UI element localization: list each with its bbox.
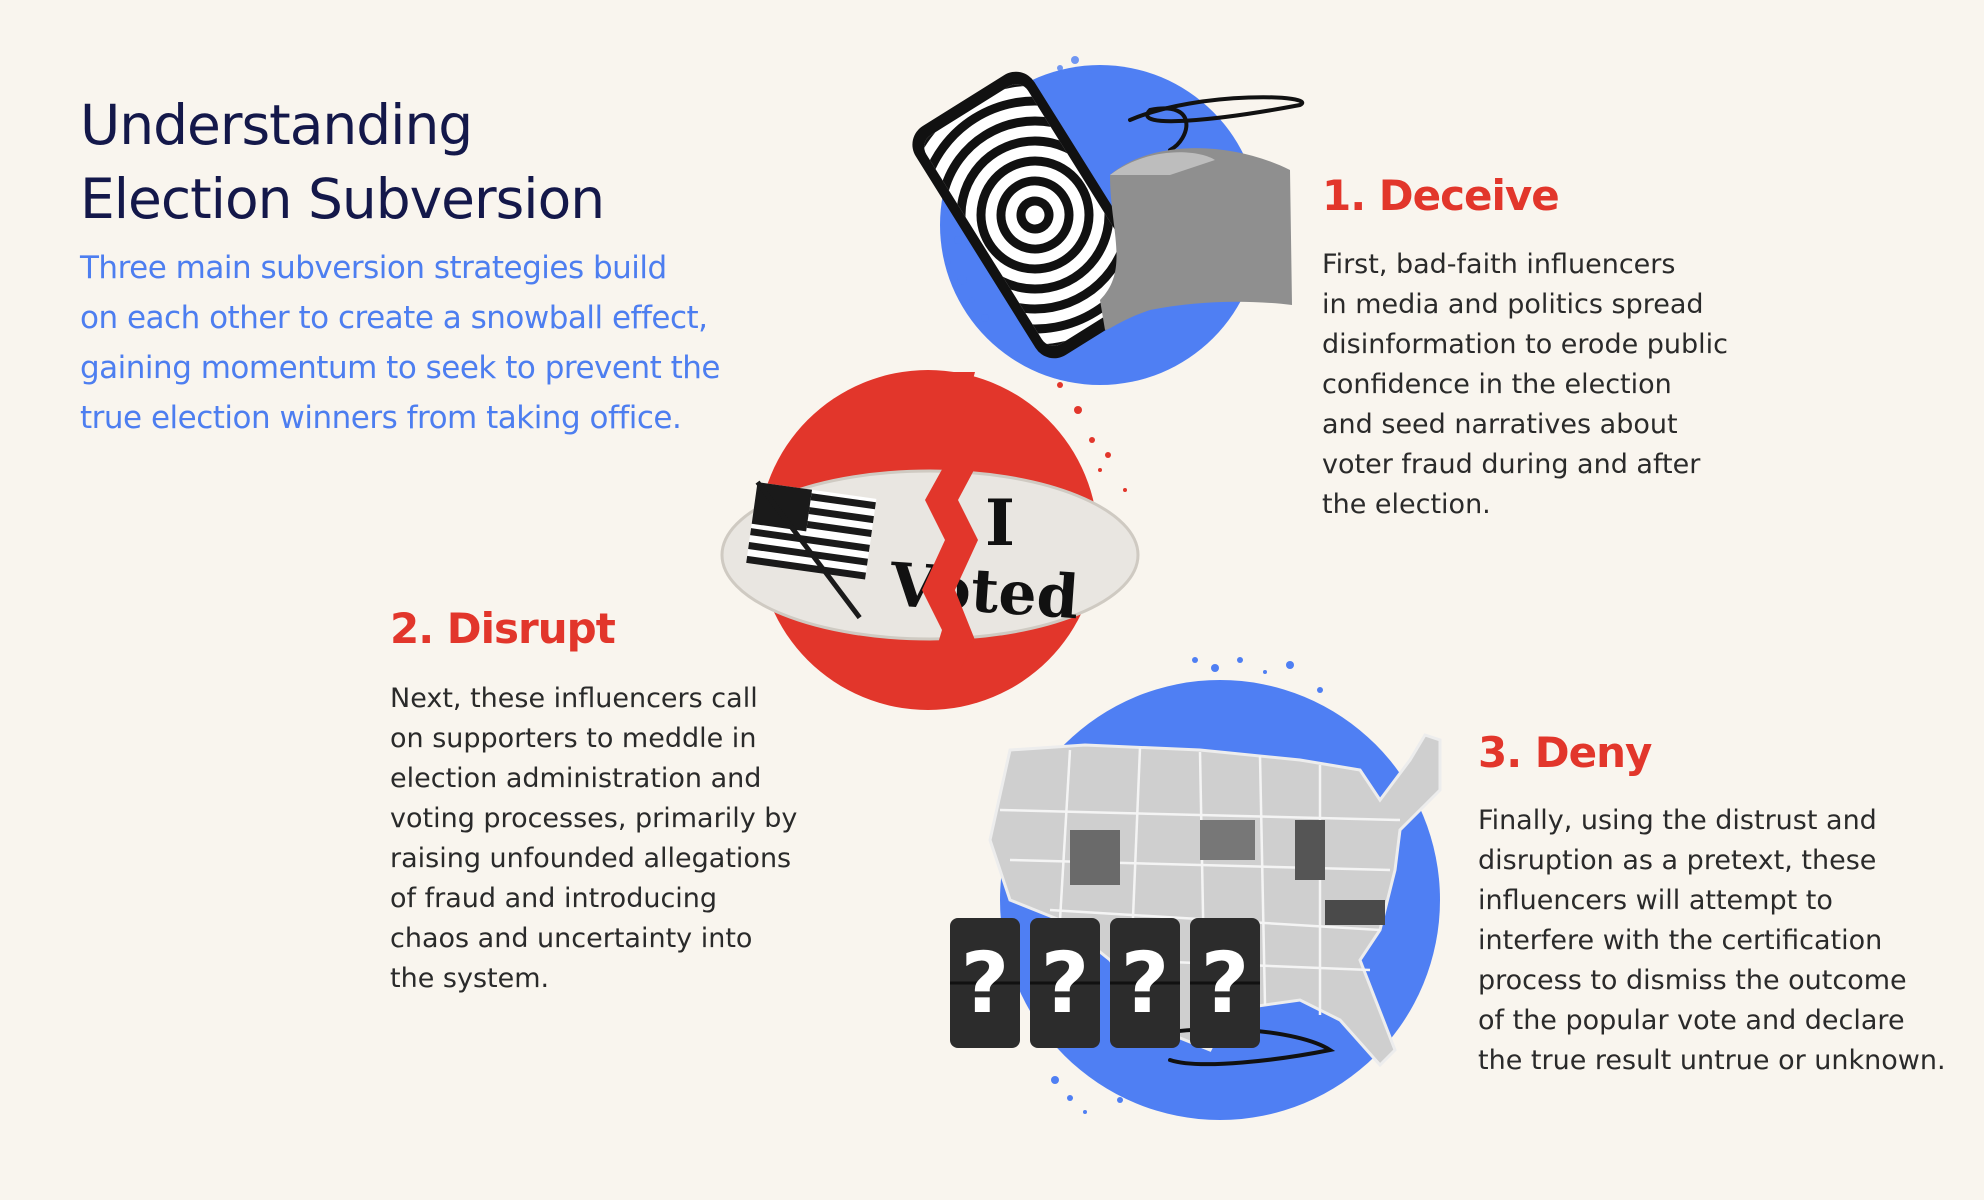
question-mark-1: ? (961, 934, 1010, 1032)
step-3-line: process to dismiss the outcome (1478, 965, 1907, 996)
step-1-body: First, bad-faith influencers in media an… (1322, 245, 1728, 525)
step-1-line: and seed narratives about (1322, 409, 1678, 440)
step-1-line: First, bad-faith influencers (1322, 249, 1676, 280)
subtitle-line-1: Three main subversion strategies build (80, 250, 667, 286)
page-title-line-2: Election Subversion (80, 167, 605, 231)
step-2-line: on supporters to meddle in (390, 723, 757, 754)
step-3-line: of the popular vote and declare (1478, 1005, 1905, 1036)
us-map-question-marks-icon: ? ? ? ? (950, 657, 1442, 1120)
page-title-line-1: Understanding (80, 93, 473, 157)
torn-i-voted-sticker-icon: I Voted (720, 370, 1140, 710)
step-2-line: election administration and (390, 763, 762, 794)
step-1-line: the election. (1322, 489, 1491, 520)
question-tiles: ? ? ? ? (950, 918, 1260, 1048)
subtitle-line-3: gaining momentum to seek to prevent the (80, 350, 720, 386)
step-2-body: Next, these influencers call on supporte… (390, 679, 797, 999)
subtitle-line-4: true election winners from taking office… (80, 400, 682, 436)
step-2-line: raising unfounded allegations (390, 843, 792, 874)
question-mark-2: ? (1041, 934, 1090, 1032)
step-3-line: the true result untrue or unknown. (1478, 1045, 1946, 1076)
step-1-line: disinformation to erode public (1322, 329, 1729, 360)
step-3-line: interfere with the certification (1478, 925, 1883, 956)
step-3-line: Finally, using the distrust and (1478, 805, 1877, 836)
step-2-line: of fraud and introducing (390, 883, 718, 914)
phone-hypnotic-spiral-icon (912, 56, 1305, 385)
question-tile-4: ? (1190, 918, 1260, 1048)
question-tile-3: ? (1110, 918, 1180, 1048)
step-2-title: 2. Disrupt (390, 604, 616, 653)
question-mark-4: ? (1201, 934, 1250, 1032)
sticker-text-voted: Voted (887, 550, 1081, 633)
step-2-line: Next, these influencers call (390, 683, 758, 714)
step-3-title: 3. Deny (1478, 728, 1652, 777)
sticker-text-i: I (985, 486, 1015, 561)
step-1-line: voter fraud during and after (1322, 449, 1701, 480)
question-mark-3: ? (1121, 934, 1170, 1032)
step-3-line: disruption as a pretext, these (1478, 845, 1877, 876)
page-subtitle: Three main subversion strategies build o… (80, 243, 780, 443)
step-3-line: influencers will attempt to (1478, 885, 1833, 916)
step-3-body: Finally, using the distrust and disrupti… (1478, 801, 1946, 1081)
step-1-title: 1. Deceive (1322, 171, 1560, 220)
page-title: Understanding Election Subversion (80, 88, 780, 236)
question-tile-1: ? (950, 918, 1020, 1048)
subtitle-line-2: on each other to create a snowball effec… (80, 300, 708, 336)
step-2-line: voting processes, primarily by (390, 803, 798, 834)
step-1-line: in media and politics spread (1322, 289, 1704, 320)
step-1-line: confidence in the election (1322, 369, 1672, 400)
step-2-line: the system. (390, 963, 550, 994)
question-tile-2: ? (1030, 918, 1100, 1048)
step-2-line: chaos and uncertainty into (390, 923, 753, 954)
